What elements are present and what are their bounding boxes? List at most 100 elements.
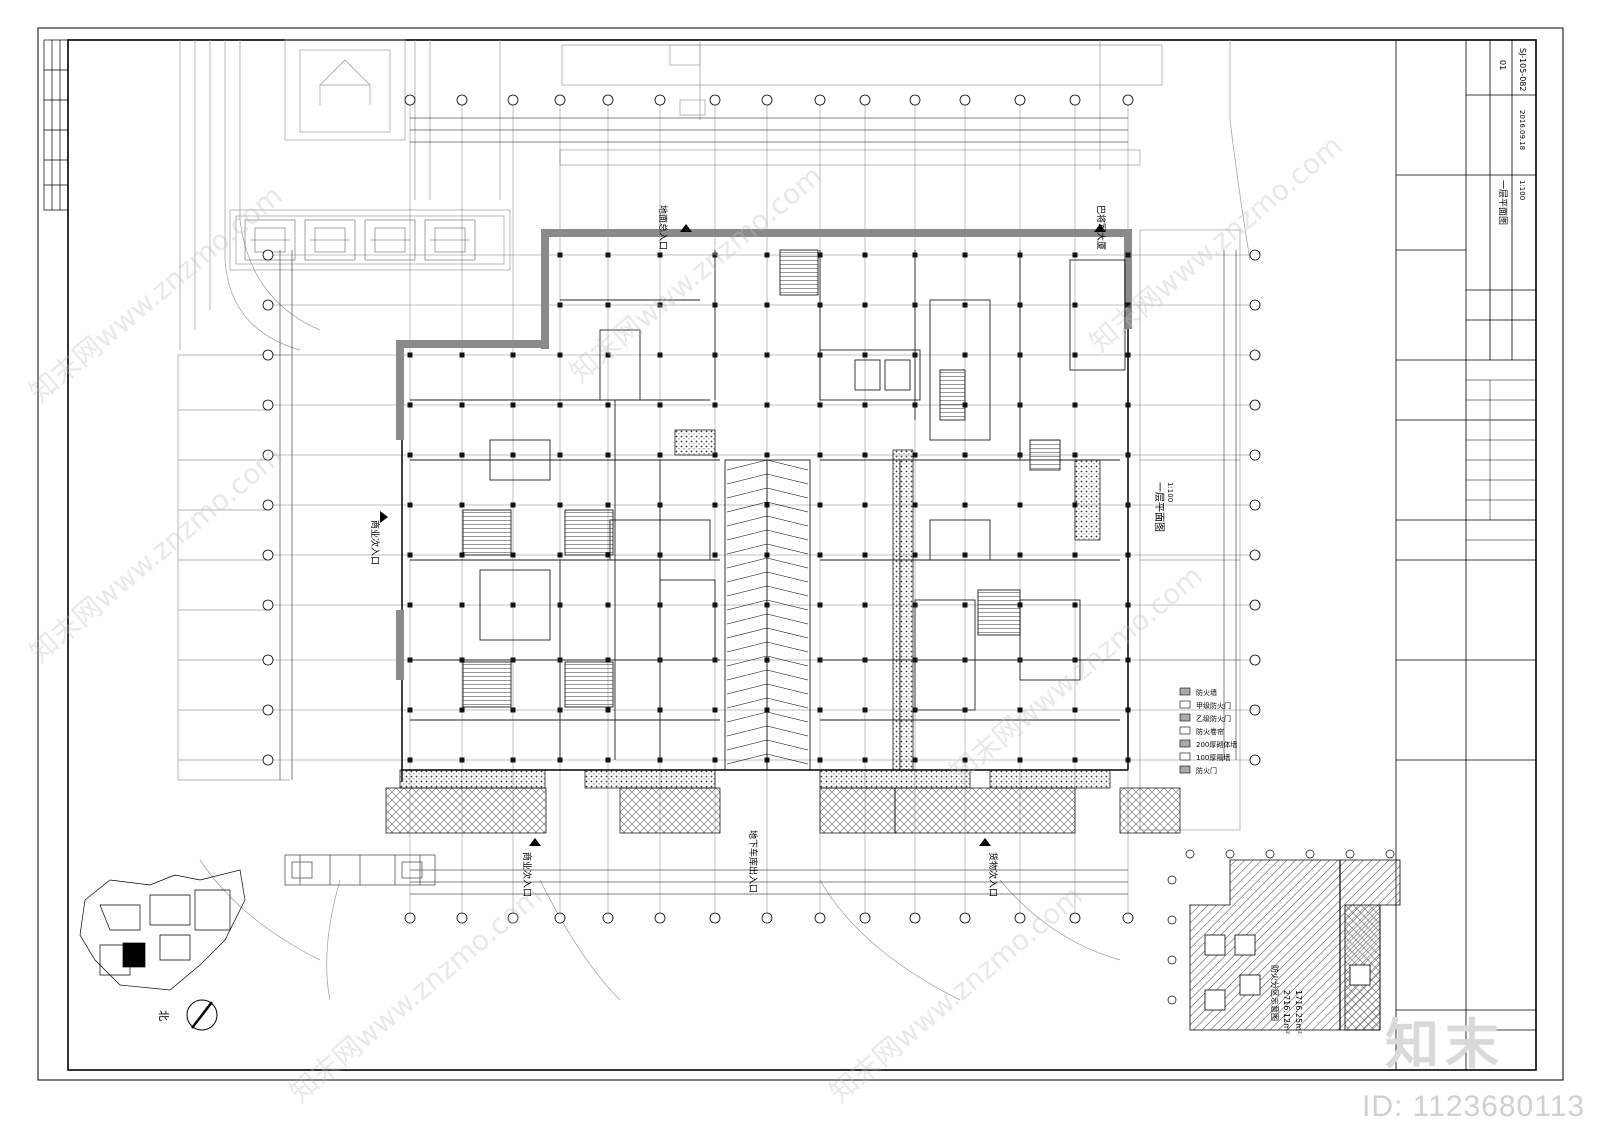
axis-bubble xyxy=(709,94,721,106)
axis-bubble xyxy=(1249,549,1261,561)
column xyxy=(862,602,868,608)
axis-bubble xyxy=(761,94,773,106)
axis-bubble xyxy=(814,94,826,106)
column xyxy=(657,302,663,308)
axis-bubble xyxy=(1249,399,1261,411)
axis-bubble xyxy=(1249,349,1261,361)
legend-label: 200厚砌体墙 xyxy=(1196,740,1237,749)
column xyxy=(962,452,968,458)
column xyxy=(459,402,465,408)
column xyxy=(557,352,563,358)
axis-bubble xyxy=(859,94,871,106)
axis-bubble xyxy=(262,704,274,716)
column xyxy=(1072,252,1078,258)
fz-axis-bubble xyxy=(1225,849,1235,859)
ramp-chevron xyxy=(726,753,809,765)
column xyxy=(407,757,413,763)
ramp-chevron xyxy=(726,725,809,737)
column xyxy=(712,402,718,408)
ramp-chevron xyxy=(726,501,809,513)
title-plan-name: 一层平面图 xyxy=(1497,180,1508,225)
entrance-labels: 地面总入口 巴将军大厦 商业次入口 商业次入口 地下车库出入口 货物次入口 xyxy=(369,205,1107,897)
axis-bubble xyxy=(1069,94,1081,106)
column xyxy=(657,252,663,258)
axis-bubbles xyxy=(262,94,1261,924)
column xyxy=(557,502,563,508)
ramp-chevron xyxy=(726,683,809,695)
column xyxy=(605,252,611,258)
column xyxy=(510,757,516,763)
axis-bubble xyxy=(404,94,416,106)
column xyxy=(817,552,823,558)
ramp-chevrons xyxy=(726,459,809,765)
fz-axis-bubble xyxy=(1167,915,1177,925)
axis-bubble xyxy=(654,912,666,924)
axis-bubble xyxy=(1122,94,1134,106)
ramp-chevron xyxy=(726,711,809,723)
axis-bubble xyxy=(1249,599,1261,611)
fire-zone-axis-bubbles xyxy=(1167,849,1395,1005)
axis-bubble xyxy=(262,349,274,361)
legend-swatch xyxy=(1179,752,1191,761)
left-strip-table xyxy=(43,39,69,211)
axis-bubble xyxy=(507,94,519,106)
column xyxy=(1072,352,1078,358)
axis-bubble xyxy=(1249,449,1261,461)
north-label: 北 xyxy=(157,1010,170,1021)
legend-swatch xyxy=(1179,726,1191,735)
ramp-chevron xyxy=(726,655,809,667)
axis-bubble xyxy=(262,499,274,511)
column xyxy=(1125,552,1131,558)
label-south-entry-3: 货物次入口 xyxy=(987,852,999,897)
column xyxy=(1017,552,1023,558)
ramp-chevron xyxy=(726,627,809,639)
column xyxy=(1125,452,1131,458)
column xyxy=(605,302,611,308)
outer-frame xyxy=(37,27,1564,1081)
fz-axis-bubble xyxy=(1305,849,1315,859)
partitions xyxy=(410,250,1126,770)
gate-structure xyxy=(284,854,436,886)
column xyxy=(962,757,968,763)
column xyxy=(459,602,465,608)
column xyxy=(962,552,968,558)
axis-bubble xyxy=(404,912,416,924)
legend-swatch xyxy=(1179,687,1191,696)
ramp-chevron xyxy=(726,669,809,681)
column xyxy=(962,602,968,608)
axis-bubble xyxy=(1014,94,1026,106)
entrance-arrows xyxy=(380,224,1106,846)
axis-bubble xyxy=(1249,499,1261,511)
column xyxy=(510,452,516,458)
column xyxy=(605,602,611,608)
column xyxy=(407,707,413,713)
axis-bubble xyxy=(554,94,566,106)
lattice-ornament xyxy=(244,219,476,261)
column xyxy=(557,552,563,558)
revision: 01 xyxy=(1498,60,1507,70)
fire-zone-area-1: 2716.12m² xyxy=(1282,990,1291,1034)
ramp-chevron xyxy=(726,613,809,625)
ramp-chevron xyxy=(726,473,809,485)
column xyxy=(1072,602,1078,608)
axis-bubble xyxy=(859,912,871,924)
axis-bubble xyxy=(554,912,566,924)
column xyxy=(862,757,868,763)
ramp-chevron xyxy=(726,585,809,597)
column xyxy=(605,757,611,763)
column xyxy=(712,502,718,508)
column xyxy=(817,757,823,763)
ramp-chevron xyxy=(726,557,809,569)
column xyxy=(605,452,611,458)
column xyxy=(1017,757,1023,763)
column xyxy=(557,452,563,458)
legend-label: 100厚隔墙 xyxy=(1196,753,1230,762)
ramp-chevron xyxy=(726,641,809,653)
axis-bubble xyxy=(909,912,921,924)
column xyxy=(605,707,611,713)
column xyxy=(657,452,663,458)
title-block-rows xyxy=(1466,379,1536,541)
column xyxy=(407,502,413,508)
column xyxy=(817,707,823,713)
